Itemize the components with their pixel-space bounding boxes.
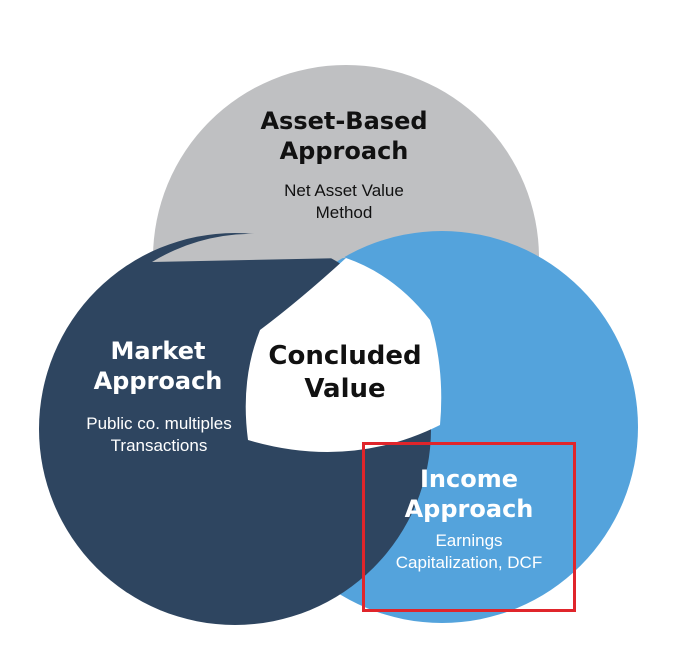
asset-over-market-region bbox=[152, 233, 346, 262]
income-highlight-box bbox=[362, 442, 576, 612]
asset-based-title-line2: Approach bbox=[279, 137, 409, 165]
asset-based-desc-line2: Method bbox=[315, 203, 373, 222]
asset-based-description: Net Asset Value Method bbox=[244, 180, 444, 224]
asset-based-title: Asset-Based Approach bbox=[244, 106, 444, 166]
concluded-value-line1: Concluded bbox=[268, 341, 422, 371]
market-title-line2: Approach bbox=[93, 367, 223, 395]
concluded-value-line2: Value bbox=[304, 374, 386, 404]
market-desc-line1: Public co. multiples bbox=[86, 414, 232, 433]
market-description: Public co. multiples Transactions bbox=[54, 413, 264, 457]
market-title-line1: Market bbox=[110, 337, 206, 365]
income-title-line2: Approach bbox=[404, 495, 534, 523]
concluded-value-region bbox=[245, 258, 442, 452]
market-desc-line2: Transactions bbox=[110, 436, 208, 455]
income-desc-line1: Earnings bbox=[435, 531, 503, 550]
asset-based-desc-line1: Net Asset Value bbox=[284, 181, 404, 200]
income-description: Earnings Capitalization, DCF bbox=[364, 530, 574, 574]
income-desc-line2: Capitalization, DCF bbox=[395, 553, 543, 572]
income-title-line1: Income bbox=[419, 465, 518, 493]
asset-based-title-line1: Asset-Based bbox=[260, 107, 428, 135]
concluded-value-label: Concluded Value bbox=[250, 340, 440, 406]
income-title: Income Approach bbox=[369, 464, 569, 524]
market-title: Market Approach bbox=[58, 336, 258, 396]
